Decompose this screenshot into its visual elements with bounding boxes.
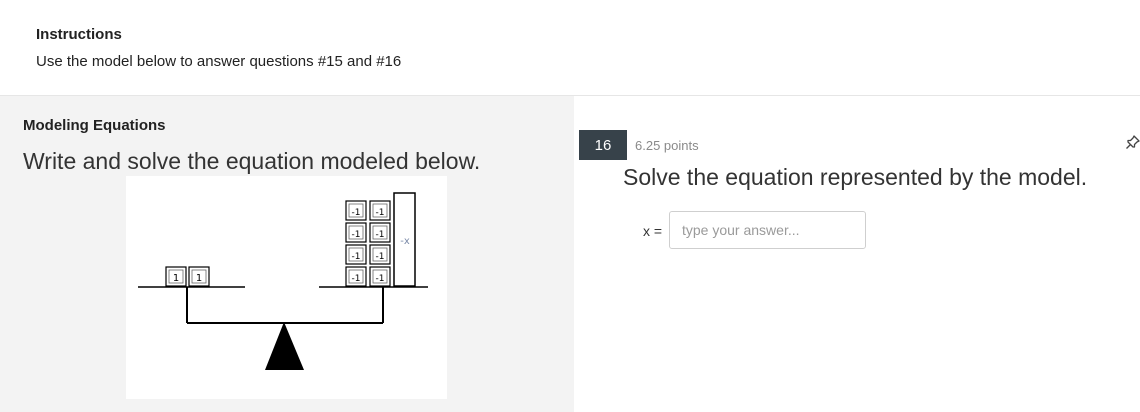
instructions-title: Instructions	[36, 26, 122, 43]
balance-model-figure: 1 1 -1 -1 -1	[126, 176, 447, 399]
unit-tile: 1	[188, 266, 210, 287]
negative-x-bar: -x	[393, 192, 416, 287]
fulcrum-triangle	[265, 322, 304, 370]
answer-label: x =	[643, 223, 663, 239]
balance-scale-diagram: 1 1 -1 -1 -1	[138, 192, 428, 370]
negative-unit-tile: -1	[345, 244, 367, 265]
question-text: Solve the equation represented by the mo…	[623, 164, 1088, 190]
tile-label: 1	[173, 273, 179, 284]
bar-label: -x	[400, 236, 410, 247]
tile-label: -1	[376, 230, 385, 240]
tile-label: -1	[376, 252, 385, 262]
tile-label: -1	[352, 208, 361, 218]
question-points: 6.25 points	[635, 138, 699, 153]
instructions-text: Use the model below to answer questions …	[36, 53, 402, 70]
tile-label: 1	[196, 273, 202, 284]
unit-tile: 1	[165, 266, 187, 287]
negative-unit-tile: -1	[369, 244, 391, 265]
stimulus-prompt: Write and solve the equation modeled bel…	[23, 148, 481, 174]
tile-label: -1	[352, 230, 361, 240]
tile-label: -1	[376, 208, 385, 218]
instructions-panel: Instructions Use the model below to answ…	[0, 0, 1140, 96]
pin-icon[interactable]	[1125, 134, 1140, 152]
question-panel: 16 6.25 points Solve the equation repres…	[574, 96, 1140, 412]
stimulus-panel: Modeling Equations Write and solve the e…	[0, 96, 574, 412]
section-title: Modeling Equations	[23, 117, 166, 134]
tile-label: -1	[352, 252, 361, 262]
negative-unit-tile: -1	[369, 222, 391, 243]
negative-unit-tile: -1	[345, 222, 367, 243]
negative-unit-tile: -1	[345, 200, 367, 221]
question-number-badge: 16	[579, 130, 627, 160]
tile-label: -1	[352, 274, 361, 284]
negative-unit-tile: -1	[369, 266, 391, 287]
tile-label: -1	[376, 274, 385, 284]
negative-unit-tile: -1	[369, 200, 391, 221]
answer-input[interactable]	[669, 211, 866, 249]
negative-unit-tile: -1	[345, 266, 367, 287]
pin-icon-graphic	[1126, 135, 1140, 149]
